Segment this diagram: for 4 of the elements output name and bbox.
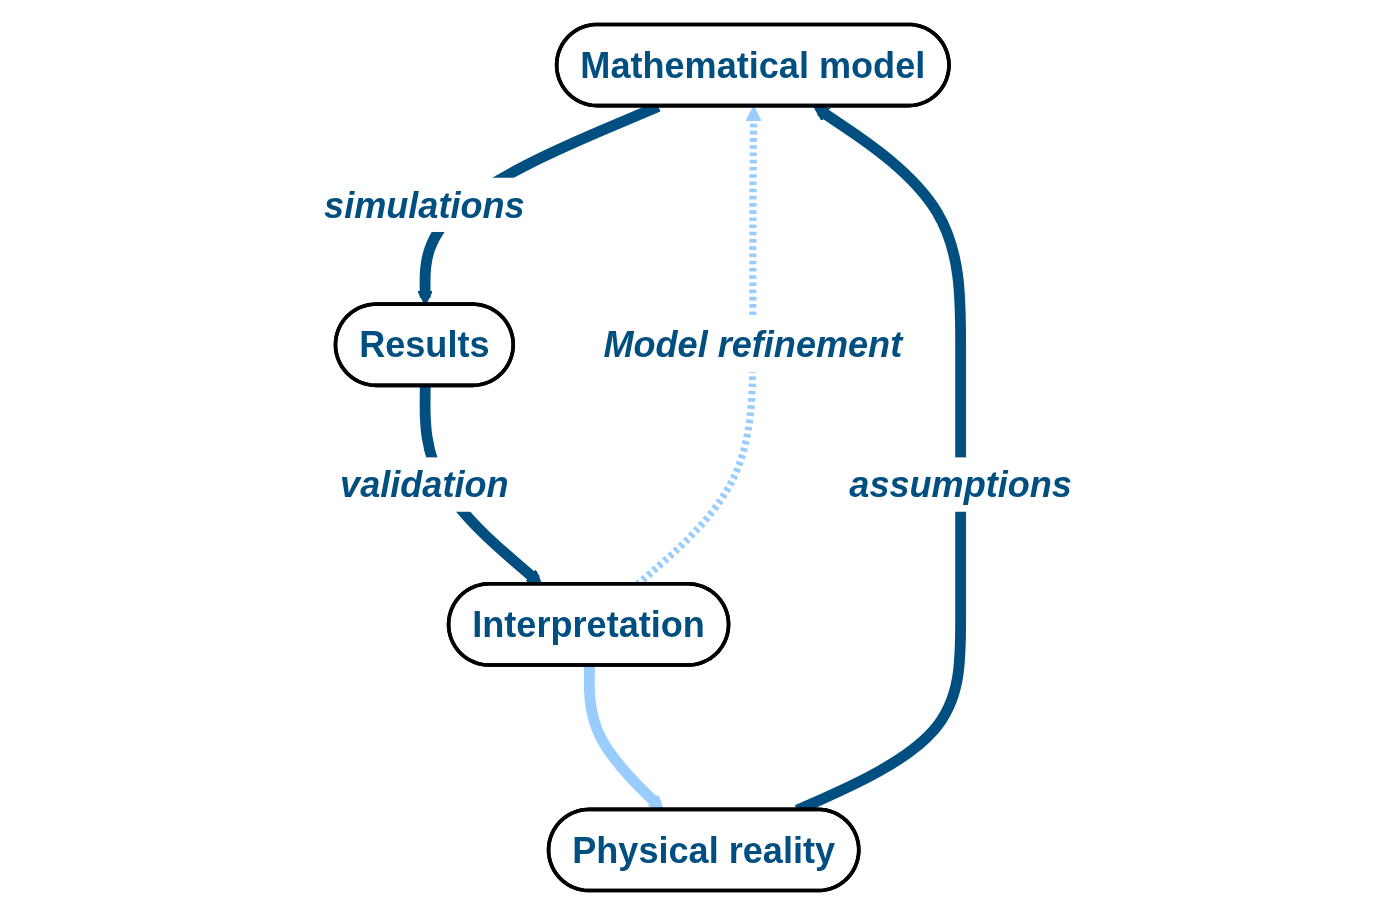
edge-label: assumptions (849, 464, 1072, 505)
edge-label: Model refinement (603, 324, 903, 365)
edge-label: validation (340, 464, 509, 505)
edge-label: simulations (324, 185, 525, 225)
